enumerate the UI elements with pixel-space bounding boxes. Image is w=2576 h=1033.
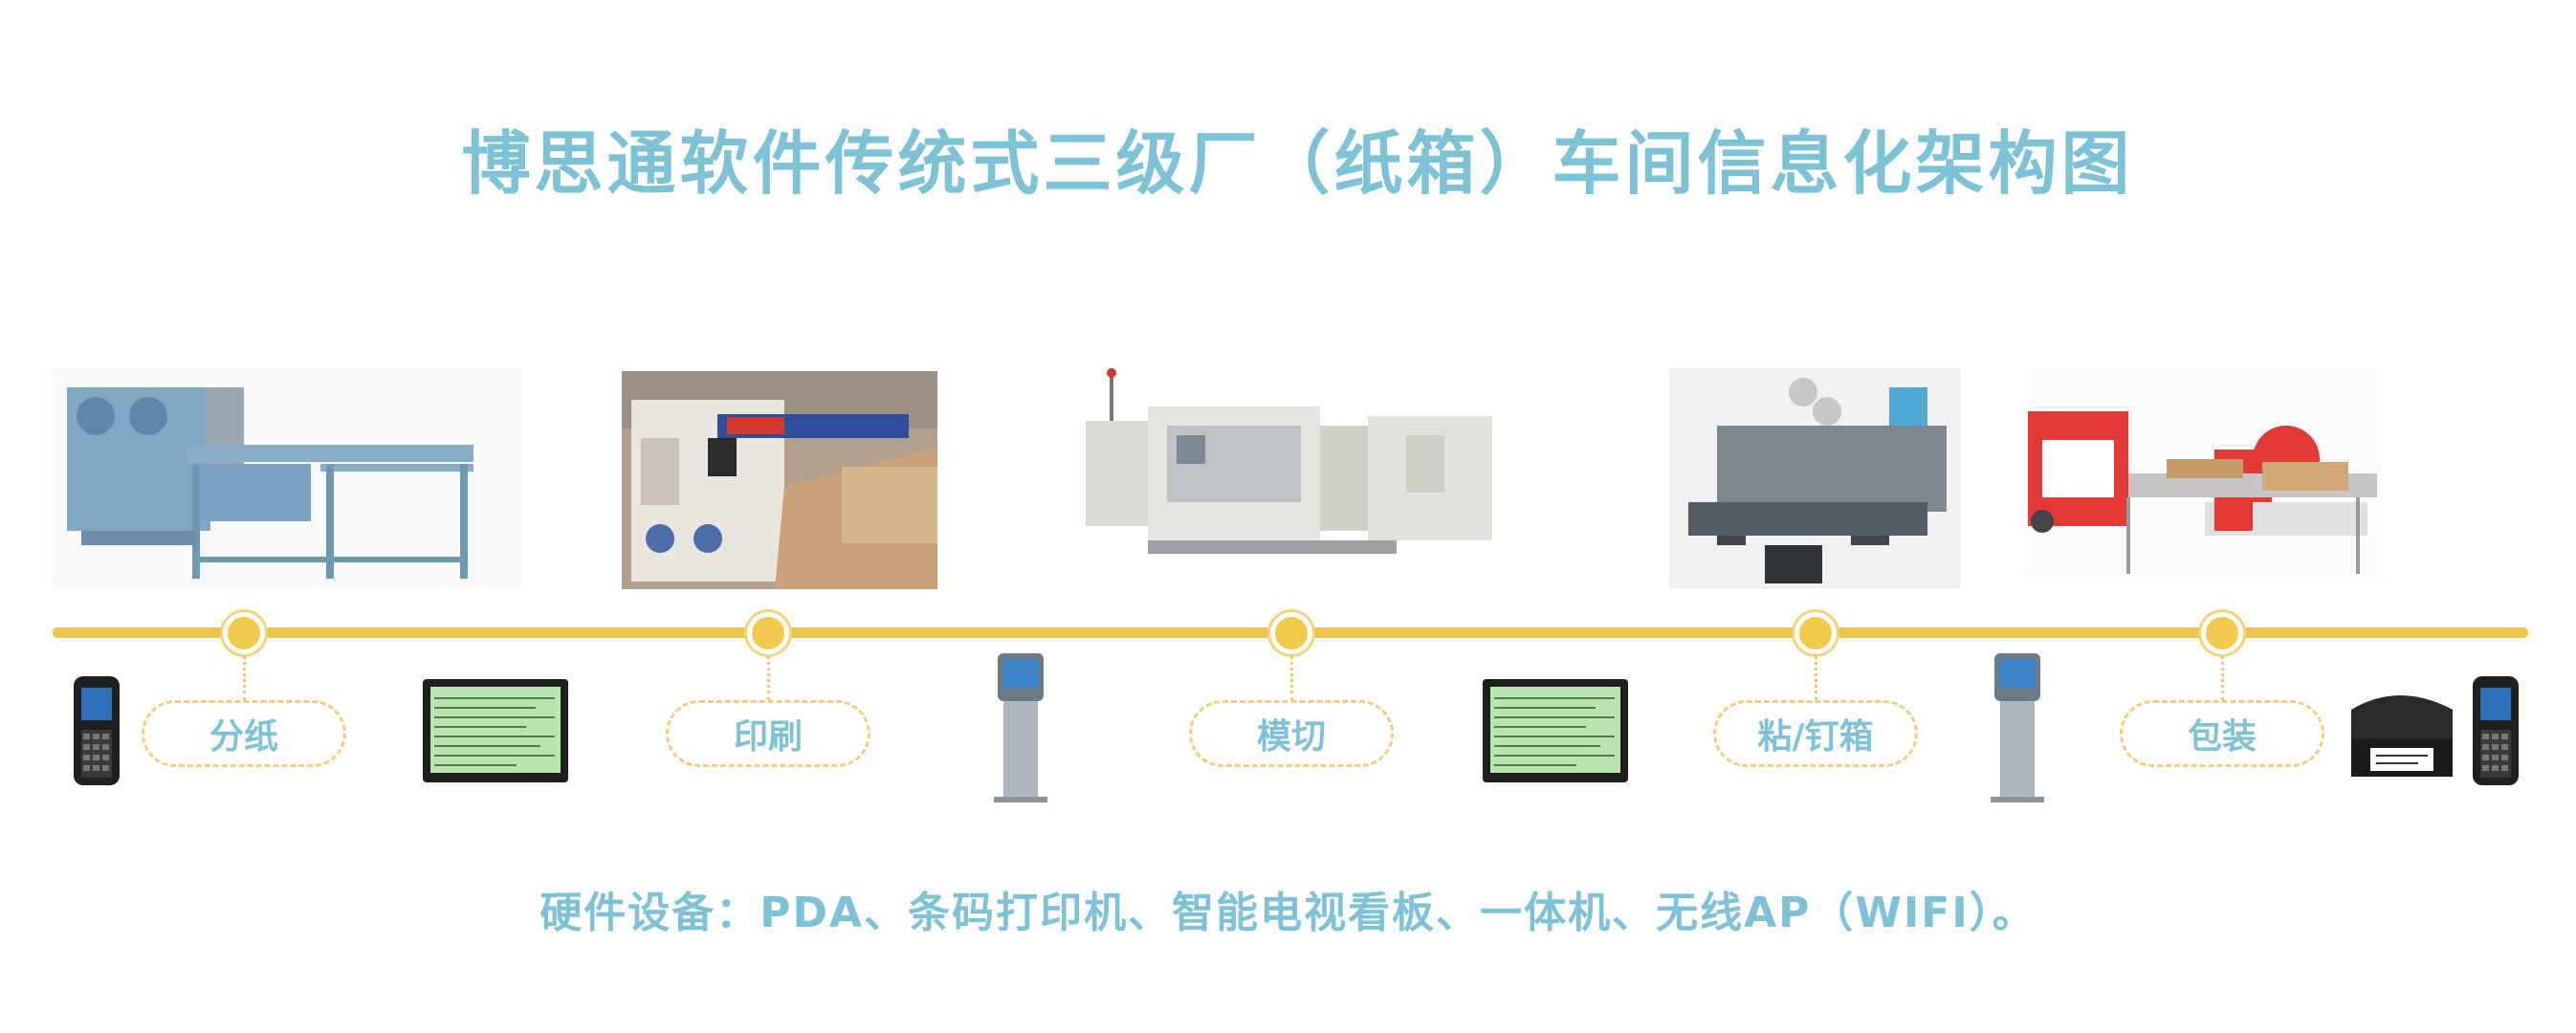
timeline-node xyxy=(1794,612,1837,654)
pda-icon xyxy=(2471,674,2521,791)
pda-icon xyxy=(72,674,121,791)
timeline-node xyxy=(1270,612,1312,654)
stage-label-fenzhi: 分纸 xyxy=(142,700,346,767)
die-cutting-machine-icon xyxy=(1081,368,1497,583)
kiosk-all-in-one-icon xyxy=(990,653,1051,808)
timeline-node xyxy=(223,612,265,654)
stage-label-moqie: 模切 xyxy=(1189,700,1394,767)
stitching-machine-icon xyxy=(1669,368,1961,588)
node-connector xyxy=(243,655,246,701)
kiosk-all-in-one-icon xyxy=(1987,653,2048,808)
strapping-machine-icon xyxy=(2023,368,2382,579)
stage-label-baozhuang: 包装 xyxy=(2120,700,2324,767)
timeline-node xyxy=(747,612,789,654)
stage-label-yinshua: 印刷 xyxy=(666,700,870,767)
stage-label-nian-dingxiang: 粘/钉箱 xyxy=(1713,700,1918,767)
node-connector xyxy=(767,655,770,701)
node-connector xyxy=(1290,655,1293,701)
printing-slotting-machine-icon xyxy=(53,368,521,588)
hardware-footer: 硬件设备：PDA、条码打印机、智能电视看板、一体机、无线AP（WIFI）。 xyxy=(539,889,2037,937)
smart-tv-board-icon xyxy=(421,677,570,788)
node-connector xyxy=(1815,655,1817,701)
flexo-printer-icon xyxy=(622,371,937,589)
timeline-node xyxy=(2201,612,2243,654)
node-connector xyxy=(2221,655,2224,701)
smart-tv-board-icon xyxy=(1481,677,1630,788)
page-title: 博思通软件传统式三级厂（纸箱）车间信息化架构图 xyxy=(461,123,2134,204)
barcode-printer-icon xyxy=(2342,681,2462,788)
